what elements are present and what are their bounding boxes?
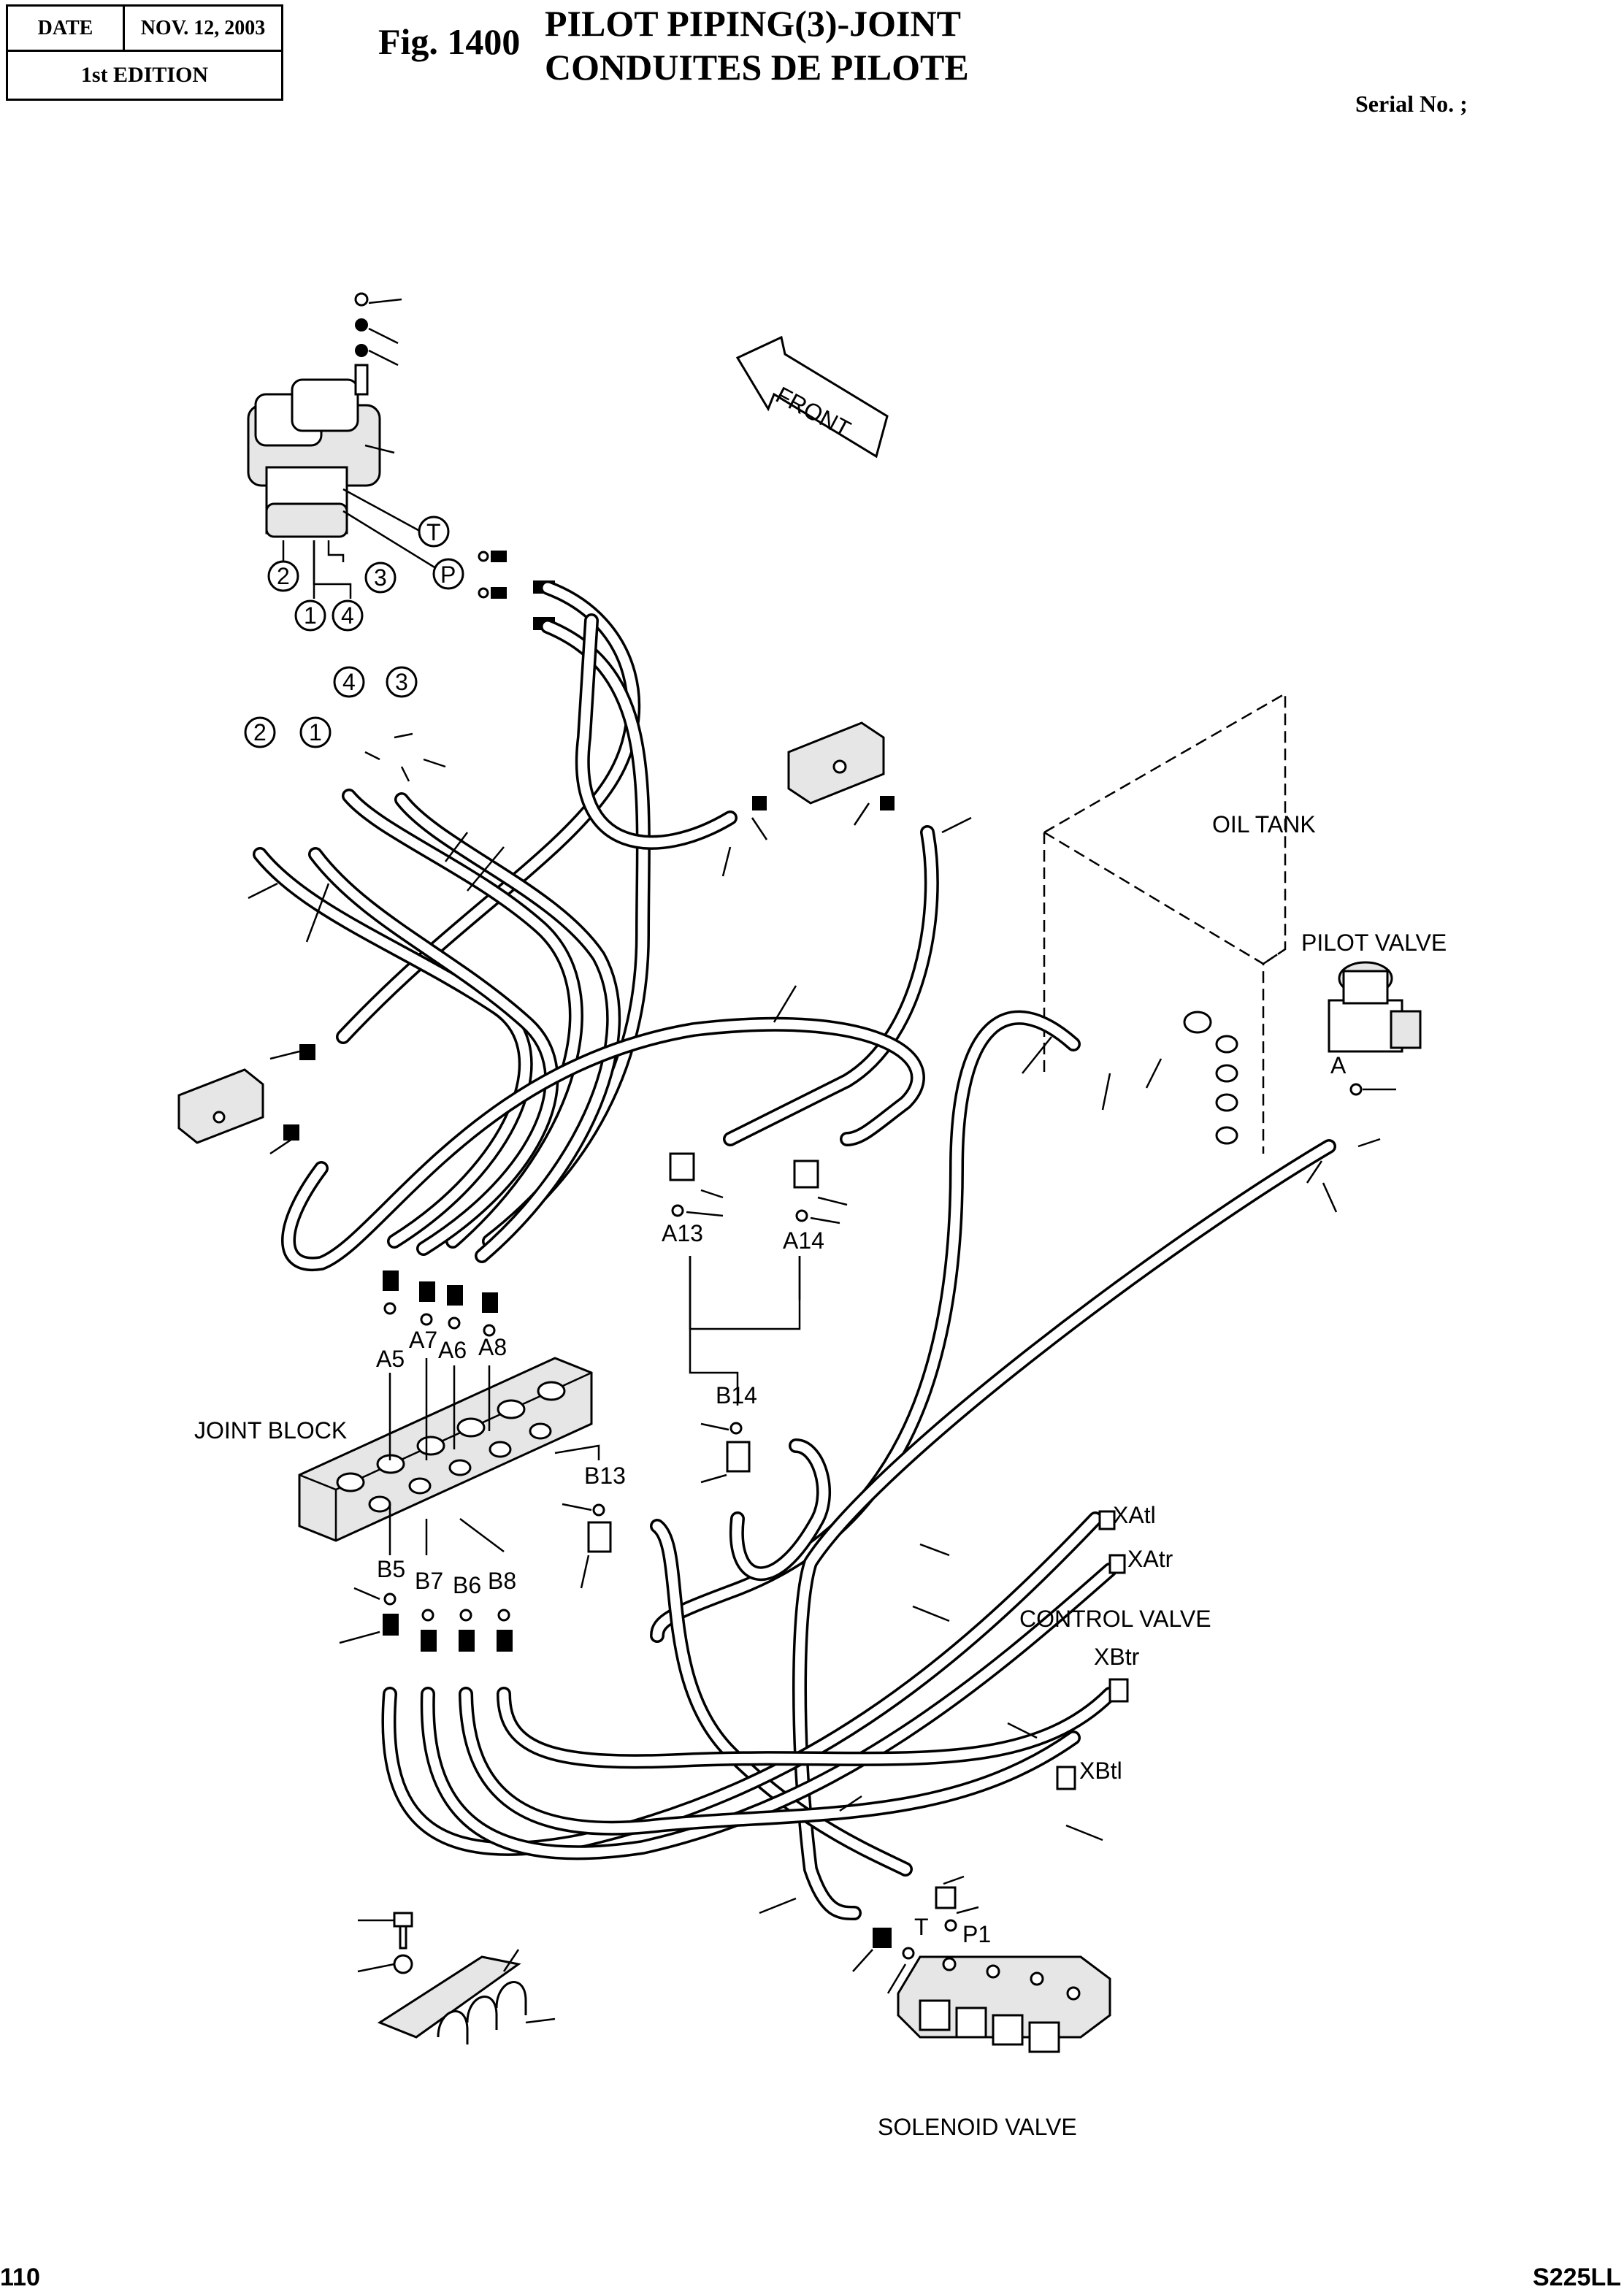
port-label-B5: B5 [377, 1556, 405, 1582]
edition: 1st EDITION [80, 63, 209, 87]
marker-1-upper: 1 [294, 599, 326, 632]
marker-1-lower: 1 [299, 716, 332, 748]
figure-title: PILOT PIPING(3)-JOINT CONDUITES DE PILOT… [545, 1, 969, 89]
port-label-A14: A14 [783, 1227, 824, 1254]
pilot-valve-label: PILOT VALVE [1301, 930, 1447, 956]
marker-4-lower: 4 [333, 666, 365, 698]
serial-number: Serial No. ; [1355, 91, 1468, 117]
marker-2-lower: 2 [244, 716, 276, 748]
date-edition-stamp: DATE NOV. 12, 2003 1st EDITION [6, 4, 283, 101]
remote-control-valve [247, 292, 439, 599]
solenoid-valve: T P1 SOLENOID VALVE [873, 1886, 1111, 2140]
svg-text:4: 4 [341, 602, 354, 629]
svg-text:3: 3 [395, 669, 408, 695]
b-port-fittings: B5 B7 B6 B8 [377, 1556, 516, 1652]
marker-3-lower: 3 [386, 666, 418, 698]
model-code: S225LL [1533, 2264, 1621, 2291]
svg-text:4: 4 [342, 669, 356, 695]
marker-3-upper: 3 [364, 561, 397, 594]
port-label-A: A [1330, 1052, 1347, 1078]
control-valve-label: CONTROL VALVE [1019, 1606, 1211, 1632]
front-arrow: FRONT [735, 335, 889, 459]
port-label-T-solenoid: T [914, 1914, 929, 1940]
port-label-B6: B6 [453, 1572, 481, 1598]
port-label-XAtl: XAtl [1113, 1502, 1156, 1528]
marker-P: P [432, 558, 464, 590]
port-label-XBtl: XBtl [1079, 1758, 1122, 1784]
marker-4-upper: 4 [332, 599, 364, 632]
port-label-A6: A6 [438, 1337, 467, 1363]
svg-text:P: P [440, 561, 456, 588]
figure-number: Fig. 1400 [378, 21, 521, 62]
oil-tank: OIL TANK [1043, 691, 1316, 1154]
svg-text:3: 3 [374, 564, 387, 591]
port-label-XAtr: XAtr [1127, 1546, 1173, 1572]
joint-block: JOINT BLOCK [194, 1357, 593, 1555]
b13-b14-fittings: B14 B13 [554, 1256, 801, 1553]
port-label-A5: A5 [376, 1346, 405, 1372]
port-label-P1: P1 [962, 1921, 991, 1947]
port-label-A13: A13 [662, 1220, 703, 1246]
leader-lines [248, 732, 1381, 2024]
oil-tank-label: OIL TANK [1212, 811, 1316, 838]
a13-a14-fittings: A13 A14 [662, 1152, 824, 1330]
control-valve-ports: XAtl XAtr CONTROL VALVE XBtr XBtl [1019, 1502, 1211, 1790]
page-number: 110 [0, 2264, 40, 2291]
svg-text:T: T [426, 519, 441, 545]
port-label-XBtr: XBtr [1094, 1644, 1140, 1670]
port-label-A8: A8 [478, 1334, 507, 1360]
clamp-bracket [377, 1912, 527, 2044]
upper-junction-block [752, 721, 895, 810]
hoses [253, 580, 1336, 1920]
a-port-fittings: A5 A7 A6 A8 [376, 1270, 507, 1372]
left-junction-block [177, 1044, 315, 1144]
circled-markers: T P 2 3 1 4 4 3 2 1 [244, 515, 464, 748]
date-value: NOV. 12, 2003 [140, 16, 266, 39]
port-label-B13: B13 [584, 1463, 626, 1489]
marker-2-upper: 2 [267, 560, 299, 592]
port-label-B8: B8 [488, 1568, 516, 1594]
port-label-B7: B7 [415, 1568, 443, 1594]
date-label: DATE [8, 7, 125, 50]
pilot-valve: PILOT VALVE A [1301, 930, 1447, 1096]
title-line-1: PILOT PIPING(3)-JOINT [545, 3, 961, 44]
svg-text:1: 1 [309, 719, 322, 746]
marker-T: T [418, 515, 450, 548]
svg-text:2: 2 [277, 563, 290, 589]
title-line-2: CONDUITES DE PILOTE [545, 47, 969, 88]
port-label-A7: A7 [409, 1327, 437, 1353]
joint-block-label: JOINT BLOCK [194, 1417, 347, 1444]
svg-text:2: 2 [253, 719, 267, 746]
solenoid-valve-label: SOLENOID VALVE [878, 2114, 1077, 2140]
svg-text:1: 1 [304, 602, 317, 629]
date-row: DATE NOV. 12, 2003 [8, 7, 281, 52]
port-label-B14: B14 [716, 1382, 757, 1408]
